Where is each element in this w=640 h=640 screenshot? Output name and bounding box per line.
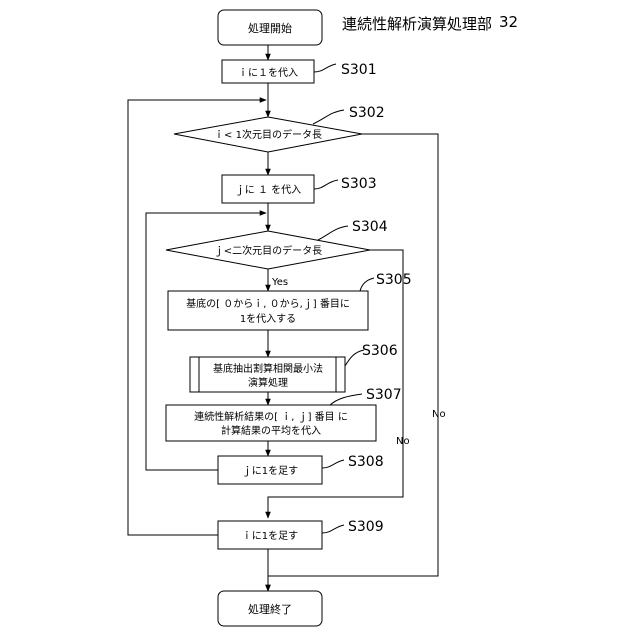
step-s309-label: ｉに1を足す [242, 530, 298, 542]
leader-s304 [318, 226, 348, 240]
branch-no-inner-label: No [396, 436, 410, 447]
step-number-s302: S302 [349, 105, 385, 121]
step-s306-label-line2: 演算処理 [248, 376, 288, 389]
step-s308-label: ｊに1を足す [242, 465, 298, 477]
step-s301-label: ｉに１を代入 [238, 67, 298, 79]
step-number-s308: S308 [348, 454, 384, 470]
step-s305-label-line1: 基底の[ ０からｉ, ０から,ｊ] 番目に [186, 297, 350, 310]
leader-s305 [360, 278, 374, 291]
step-s307-label-line1: 連続性解析結果の[ ｉ, ｊ] 番目 に [194, 410, 348, 423]
step-s306-label-line1: 基底抽出割算相関最小法 [213, 362, 323, 375]
leader-s303 [314, 180, 338, 189]
step-number-s301: S301 [341, 62, 377, 78]
leader-s308 [322, 460, 344, 468]
leader-s301 [314, 64, 336, 72]
branch-yes-label: Yes [271, 277, 288, 288]
step-number-s306: S306 [362, 343, 398, 359]
start-label: 処理開始 [248, 21, 292, 35]
step-s305-label-line2: 1を代入する [240, 313, 296, 325]
step-number-s305: S305 [376, 272, 412, 288]
step-number-s309: S309 [348, 519, 384, 535]
leader-s309 [322, 525, 344, 533]
end-label: 処理終了 [248, 602, 292, 616]
leader-s302 [313, 110, 344, 124]
branch-no-outer-label: No [432, 409, 446, 420]
step-s304-label: ｊ<二次元目のデータ長 [214, 244, 322, 257]
step-number-s304: S304 [352, 219, 388, 235]
step-s302-label: ｉ< 1次元目のデータ長 [214, 128, 322, 141]
step-s303-label: ｊに １ を代入 [235, 184, 301, 196]
step-number-s307: S307 [366, 387, 402, 403]
step-number-s303: S303 [341, 176, 377, 192]
leader-s307 [330, 394, 362, 405]
step-s307-label-line2: 計算結果の平均を代入 [221, 424, 321, 437]
